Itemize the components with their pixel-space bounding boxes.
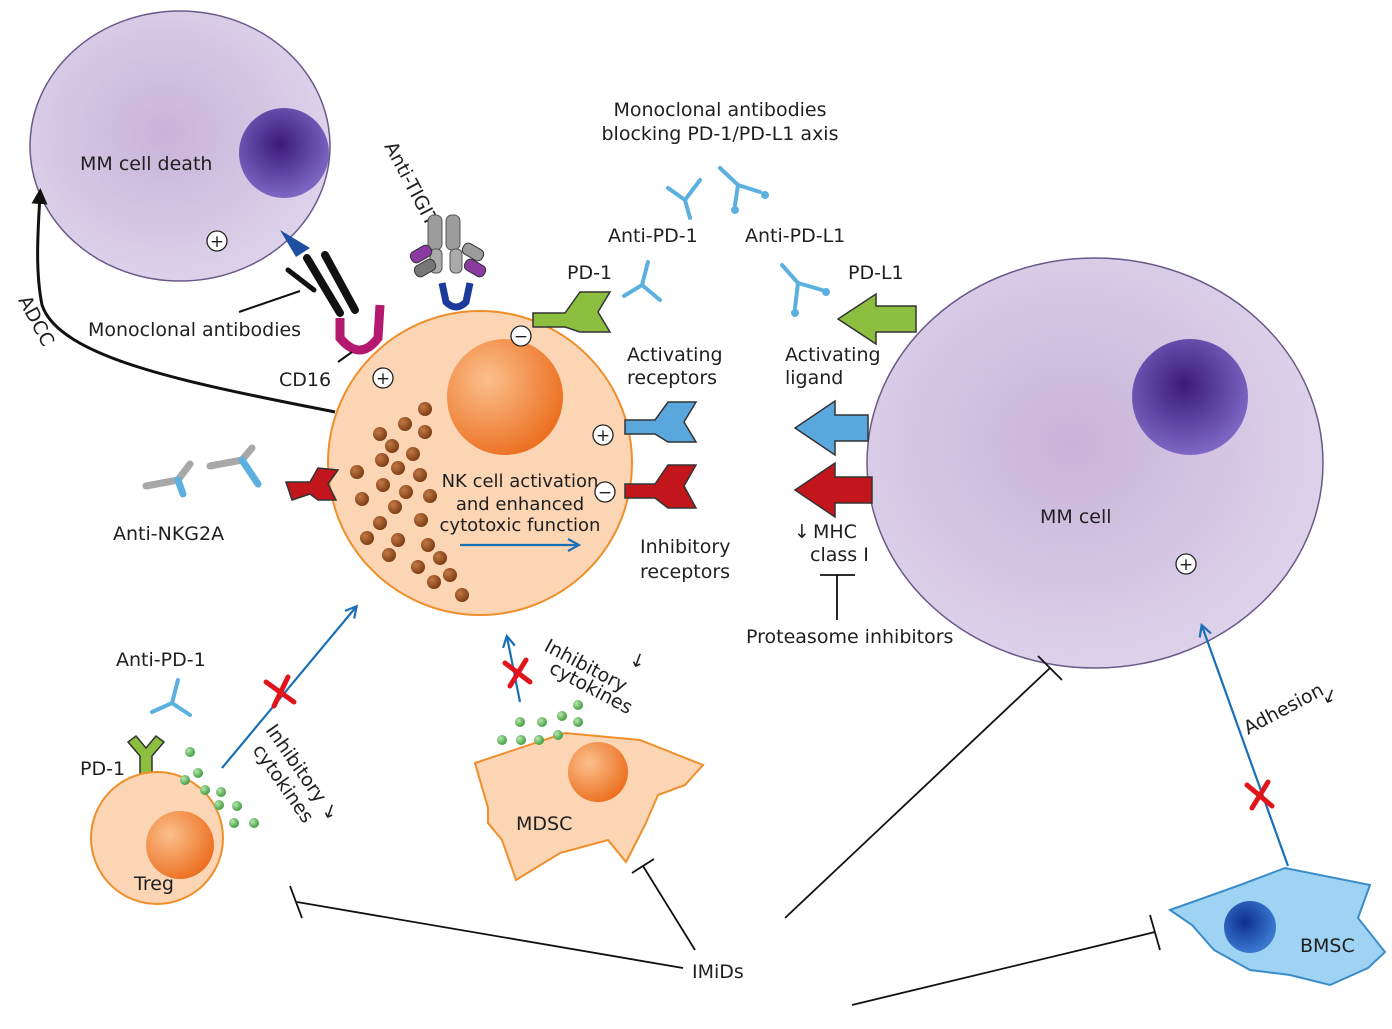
svg-text:+: + (376, 369, 390, 389)
bmsc-adhesion-arrow (1202, 626, 1290, 867)
anti-tigit-antibody-icon (409, 214, 487, 278)
anti-nkg2a-antibody-icon (142, 444, 262, 498)
monoclonal-antibodies-leader (238, 290, 301, 313)
treg-label: Treg (133, 873, 174, 895)
mhc-class-i-arrow-icon (793, 461, 873, 519)
plus-sign-mm-cell (1175, 553, 1197, 575)
activating-ligand-line2: ligand (785, 367, 843, 389)
svg-text:−: − (514, 327, 528, 347)
treg-nucleus (146, 811, 214, 879)
activating-receptor-icon (624, 401, 698, 443)
minus-sign-nk-pd1 (510, 325, 532, 347)
pd1-treg-label: PD-1 (80, 758, 125, 780)
svg-text:−: − (598, 483, 612, 503)
nk-activation-line3: cytotoxic function (440, 515, 601, 536)
mm-cell-death: MM cell death + (29, 10, 331, 282)
anti-pd1-treg-antibody-icon (150, 678, 192, 717)
bmsc-blocked-cross-icon (1244, 779, 1275, 811)
adcc-arrow (31, 188, 336, 414)
adhesion-label: Adhesion (1240, 679, 1327, 739)
cd16-receptor-icon (335, 304, 385, 355)
proteasome-inhibition-line (820, 574, 855, 620)
mdsc-cytokines (497, 700, 583, 745)
adcc-antibody-icon (280, 230, 359, 317)
mm-death-nucleus (239, 108, 329, 198)
mdsc-blocked-cross-icon (502, 657, 533, 689)
plus-sign-nk-activating (592, 424, 614, 446)
mhc-line2: class I (810, 544, 869, 566)
pdl1-ligand-arrow-icon (836, 292, 917, 346)
pdl1-label: PD-L1 (848, 262, 904, 284)
mhc-down-arrow: ↓ (794, 521, 810, 543)
anti-pd1-top-label: Anti-PD-1 (608, 225, 698, 247)
pd1-receptor-nk-icon (532, 291, 612, 333)
nkg2a-receptor-icon (284, 467, 340, 501)
inhibitory-receptors-line2: receptors (640, 561, 730, 583)
treg-blocked-cross-icon (263, 674, 297, 709)
treg-cell: Treg (90, 771, 224, 905)
nk-activation-line2: and enhanced (456, 494, 584, 515)
mhc-line1: MHC (813, 521, 857, 543)
cd16-label: CD16 (279, 369, 331, 391)
monoclonal-antibodies-label: Monoclonal antibodies (88, 319, 301, 341)
anti-pdl1-antibody-icon (780, 263, 830, 317)
bmsc-nucleus (1224, 901, 1276, 953)
treg-inhibition-arrow (221, 607, 356, 769)
pd1-nk-label: PD-1 (567, 262, 612, 284)
anti-pd1-antibody-icon (622, 260, 662, 302)
mdsc-label: MDSC (516, 813, 572, 835)
plus-sign-mm-death (206, 230, 228, 252)
pd1-treg-receptor-icon (126, 734, 166, 777)
inhib-cyt-treg-arrow: ↓ (318, 799, 340, 825)
mdsc-cell: MDSC (473, 731, 705, 882)
mab-pd1-pdl1-line2: blocking PD-1/PD-L1 axis (602, 123, 839, 145)
proteasome-inhibitors-label: Proteasome inhibitors (746, 626, 953, 648)
svg-text:+: + (1179, 555, 1193, 575)
bmsc-label: BMSC (1300, 935, 1355, 957)
anti-nkg2a-label: Anti-NKG2A (113, 523, 224, 545)
inhib-cyt-mdsc-arrow: ↓ (626, 648, 648, 674)
nk-nucleus (447, 339, 563, 455)
imids-inhibition-lines (289, 655, 1161, 1006)
activating-ligand-line1: Activating (785, 344, 881, 366)
activating-receptors-line2: receptors (627, 367, 717, 389)
minus-sign-nk-inhibitory (594, 481, 616, 503)
nk-granules (350, 402, 469, 602)
nk-cell: NK cell activation and enhanced cytotoxi… (327, 310, 633, 616)
plus-sign-nk-cd16 (372, 367, 394, 389)
anti-pdl1-label: Anti-PD-L1 (745, 225, 845, 247)
svg-text:+: + (210, 232, 224, 252)
activating-ligand-arrow-icon (793, 399, 869, 457)
activating-receptors-line1: Activating (627, 344, 723, 366)
inhibitory-receptors-line1: Inhibitory (640, 536, 730, 558)
nk-activation-line1: NK cell activation (442, 471, 599, 492)
bmsc-cell: BMSC (1167, 866, 1387, 987)
mdsc-nucleus (568, 742, 628, 802)
svg-text:+: + (596, 426, 610, 446)
adhesion-arrow: ↓ (1318, 684, 1340, 710)
mm-cell-label: MM cell (1040, 506, 1112, 528)
inhibitory-receptor-icon (624, 464, 698, 509)
anti-pd1-treg-label: Anti-PD-1 (116, 649, 206, 671)
mm-cell-death-label: MM cell death (80, 153, 212, 175)
pd1-pdl1-antibody-pair-icon (666, 166, 769, 220)
imids-label: IMiDs (692, 961, 744, 983)
mm-cell: MM cell + (866, 257, 1324, 669)
cd16-leader (337, 351, 353, 363)
mab-pd1-pdl1-line1: Monoclonal antibodies (613, 99, 826, 121)
treg-cytokines (180, 747, 259, 828)
mm-cell-nucleus (1132, 339, 1248, 455)
tigit-receptor-icon (438, 282, 474, 311)
